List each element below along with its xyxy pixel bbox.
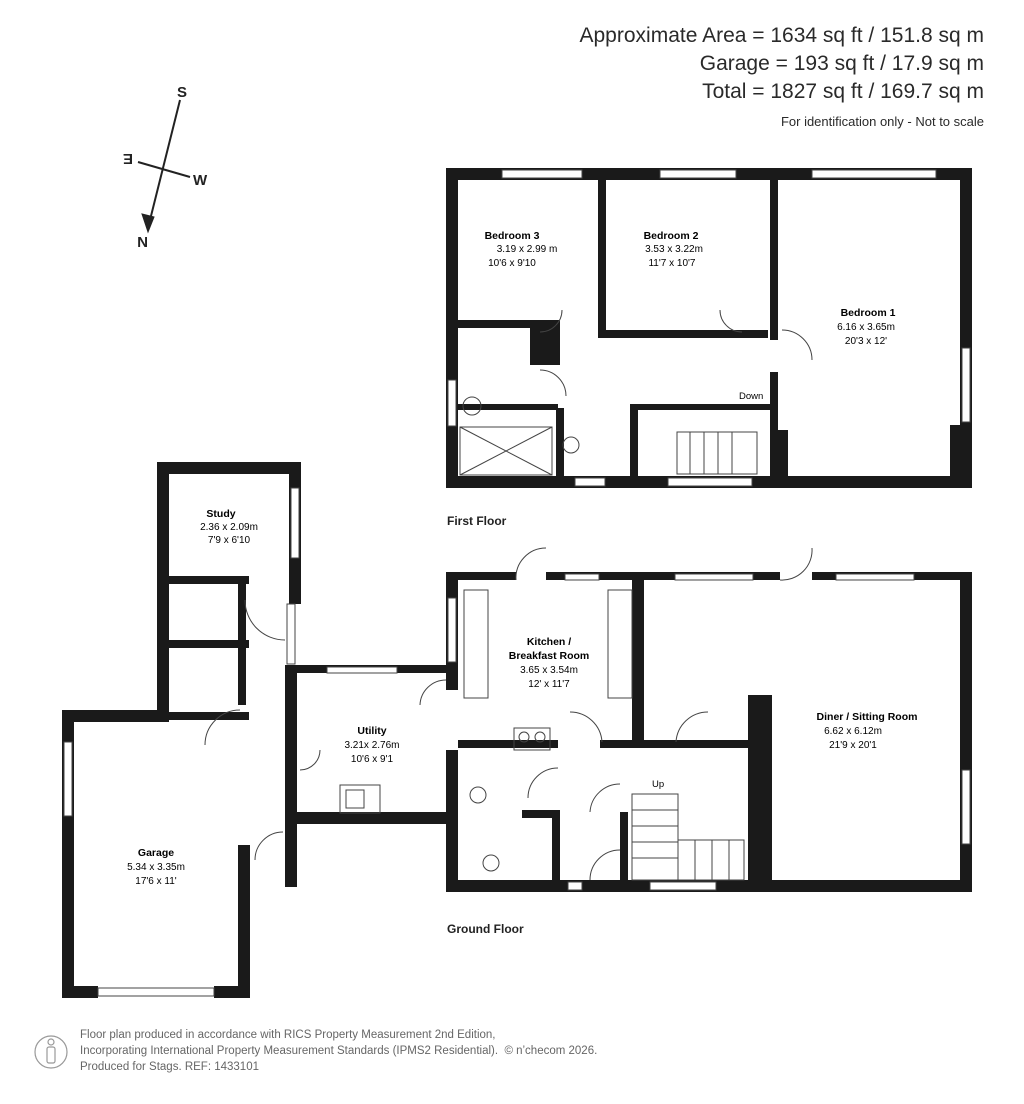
compass: S E W N xyxy=(123,84,208,250)
garage-metric: 5.34 x 3.35m xyxy=(127,862,185,873)
compass-e: E xyxy=(123,150,133,167)
footer: Floor plan produced in accordance with R… xyxy=(80,1027,597,1075)
ground-floor-left-windows xyxy=(63,487,457,997)
footer-line1: Floor plan produced in accordance with R… xyxy=(80,1029,496,1041)
ground-floor-label: Ground Floor xyxy=(447,922,524,936)
diner-metric: 6.62 x 6.12m xyxy=(824,726,882,737)
footer-copyright: © n’checom 2026. xyxy=(504,1045,598,1057)
garage-imperial: 17'6 x 11' xyxy=(135,876,177,887)
bedroom3-name: Bedroom 3 xyxy=(485,230,540,242)
footer-line2: Incorporating International Property Mea… xyxy=(80,1043,597,1059)
study-imperial: 7'9 x 6'10 xyxy=(208,535,251,546)
compass-arrow-icon xyxy=(141,213,155,234)
bedroom1-name: Bedroom 1 xyxy=(841,307,896,319)
ground-floor-left-fixtures xyxy=(204,599,447,861)
diner-imperial: 21'9 x 20'1 xyxy=(829,740,877,751)
kitchen-name-line1: Kitchen / xyxy=(527,636,571,648)
kitchen-name-line2: Breakfast Room xyxy=(509,650,590,662)
bedroom2-metric: 3.53 x 3.22m xyxy=(645,244,703,255)
footer-line2a: Incorporating International Property Mea… xyxy=(80,1045,499,1057)
compass-crossbar xyxy=(137,161,191,178)
bedroom2-name: Bedroom 2 xyxy=(644,230,699,242)
stair-up-label: Up xyxy=(652,779,664,790)
compass-s: S xyxy=(177,84,187,101)
bedroom2-imperial: 11'7 x 10'7 xyxy=(648,258,695,269)
bedroom3-metric: 3.19 x 2.99 m xyxy=(497,244,558,255)
utility-imperial: 10'6 x 9'1 xyxy=(351,754,394,765)
approx-area-text: Approximate Area = 1634 sq ft / 151.8 sq… xyxy=(579,24,985,47)
diner-name: Diner / Sitting Room xyxy=(817,711,918,723)
garage-name: Garage xyxy=(138,847,174,859)
first-floor-windows xyxy=(447,169,971,487)
garage-area-text: Garage = 193 sq ft / 17.9 sq m xyxy=(699,52,984,75)
stair-down-label: Down xyxy=(739,391,763,402)
ground-floor-main-fixtures xyxy=(463,547,813,881)
bedroom1-imperial: 20'3 x 12' xyxy=(845,336,887,347)
study-metric: 2.36 x 2.09m xyxy=(200,522,258,533)
ground-floor-left-walls xyxy=(62,462,458,998)
footer-line3: Produced for Stags. REF: 1433101 xyxy=(80,1061,259,1073)
kitchen-metric: 3.65 x 3.54m xyxy=(520,665,578,676)
bedroom3-imperial: 10'6 x 9'10 xyxy=(488,258,536,269)
bedroom1-metric: 6.16 x 3.65m xyxy=(837,322,895,333)
person-icon xyxy=(34,1035,68,1069)
first-floor-fixtures xyxy=(459,309,813,476)
compass-n: N xyxy=(137,233,148,250)
disclaimer-text: For identification only - Not to scale xyxy=(780,114,984,129)
utility-metric: 3.21x 2.76m xyxy=(344,740,399,751)
compass-needle xyxy=(147,99,181,229)
total-area-text: Total = 1827 sq ft / 169.7 sq m xyxy=(702,80,984,103)
study-name: Study xyxy=(206,508,235,520)
first-floor-label: First Floor xyxy=(447,514,507,528)
kitchen-imperial: 12' x 11'7 xyxy=(528,679,570,690)
compass-w: W xyxy=(193,172,208,189)
ground-floor-main-windows xyxy=(564,573,971,891)
utility-name: Utility xyxy=(357,725,386,737)
